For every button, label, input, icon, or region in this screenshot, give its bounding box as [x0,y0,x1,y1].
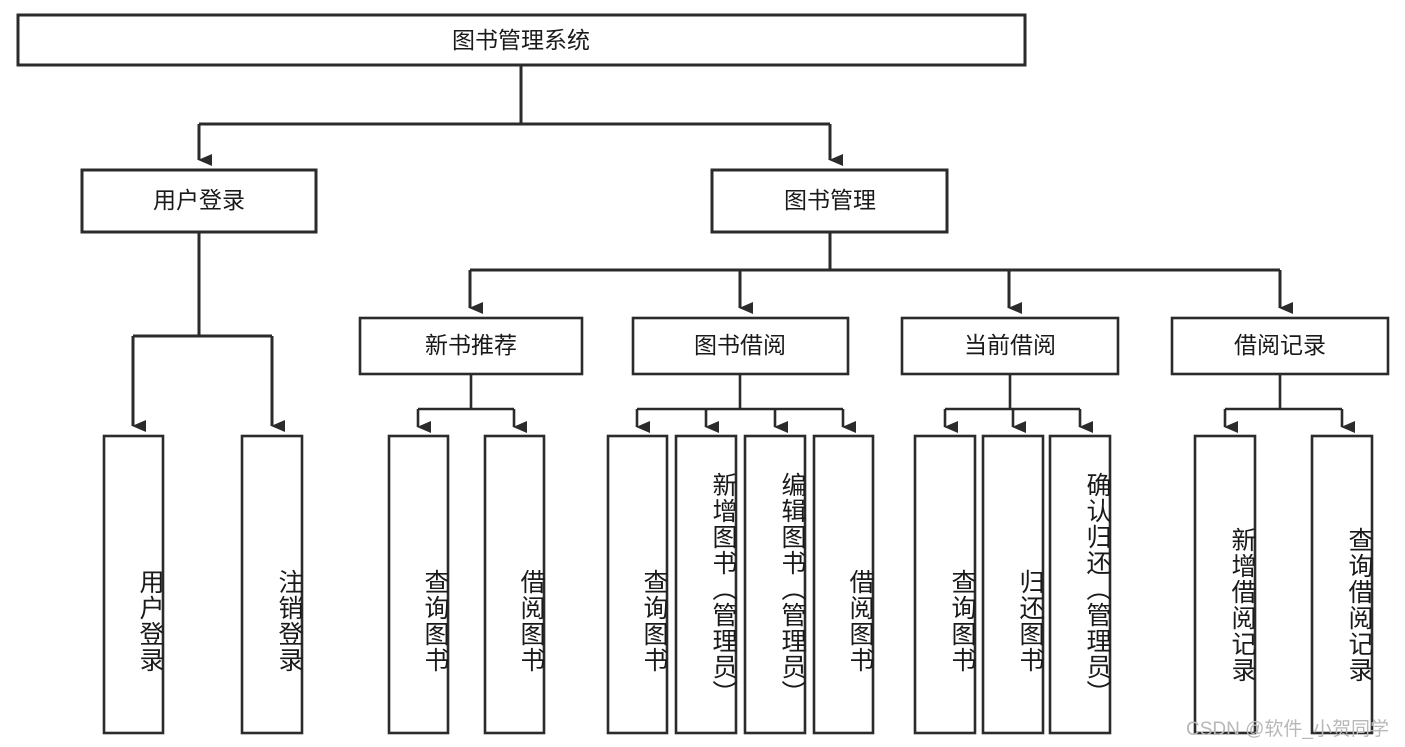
node-book-borrow[interactable]: 图书借阅 [631,316,850,376]
leaf-query-book-1-rect[interactable] [387,434,450,735]
node-user-login[interactable]: 用户登录 [80,168,318,234]
edge-root-to-level2 [197,65,843,166]
node-root-label: 图书管理系统 [452,27,590,53]
leaf-return-book-rect[interactable] [981,434,1045,735]
node-new-book-rec-rect [358,316,584,376]
node-book-borrow-label: 图书借阅 [694,332,786,358]
edge-new-book-rec-to-leaves [416,374,527,433]
node-user-login-label: 用户登录 [153,187,245,213]
leaf-query-record-rect[interactable] [1310,434,1374,735]
leaf-boxes [102,434,1374,735]
leaf-borrow-book-1-rect[interactable] [483,434,546,735]
edge-book-borrow-to-leaves [635,374,856,433]
leaf-edit-book-rect[interactable] [743,434,807,735]
edge-borrow-record-to-leaves [1223,374,1355,433]
node-current-borrow[interactable]: 当前借阅 [900,316,1120,376]
node-borrow-record-label: 借阅记录 [1234,332,1326,358]
leaf-logout-rect[interactable] [240,434,304,735]
node-current-borrow-rect [900,316,1120,376]
node-book-manage[interactable]: 图书管理 [710,168,949,234]
node-book-manage-label: 图书管理 [784,187,876,213]
leaf-borrow-book-2-rect[interactable] [812,434,875,735]
node-current-borrow-label: 当前借阅 [964,332,1056,358]
leaf-add-record-rect[interactable] [1193,434,1257,735]
leaf-query-book-2-rect[interactable] [606,434,669,735]
csdn-watermark: CSDN @软件_小贺同学 [1186,719,1389,740]
leaf-confirm-return-rect[interactable] [1048,434,1112,735]
node-root[interactable]: 图书管理系统 [16,13,1027,67]
leaf-query-book-3-rect[interactable] [913,434,977,735]
edge-current-borrow-to-leaves [943,374,1093,433]
edge-book-manage-to-level3 [468,232,1293,314]
leaf-add-book-rect[interactable] [674,434,738,735]
leaf-user-login-rect[interactable] [102,434,165,735]
node-new-book-rec-label: 新书推荐 [425,332,517,358]
node-root-rect [16,13,1027,67]
node-borrow-record[interactable]: 借阅记录 [1170,316,1390,376]
edge-user-login-to-leaves [131,232,285,432]
node-user-login-rect [80,168,318,234]
node-new-book-rec[interactable]: 新书推荐 [358,316,584,376]
